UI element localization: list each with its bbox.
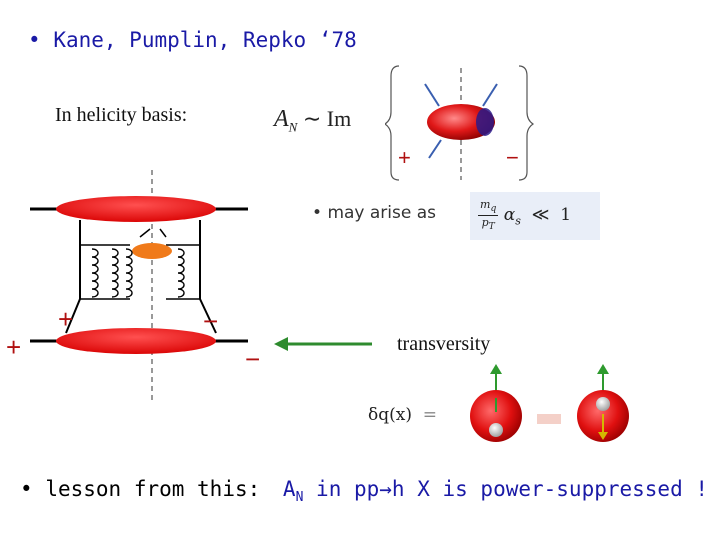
spin-arrow-left-head (490, 364, 502, 374)
gluon-1 (91, 248, 99, 298)
blue-line-bottom (428, 139, 442, 159)
quark-left (489, 423, 503, 437)
lesson-in-pp: in pp (316, 477, 380, 501)
scattering-diagram (30, 170, 248, 400)
proton-left (470, 390, 522, 442)
top-blob (56, 196, 216, 222)
gluon-4 (177, 248, 185, 298)
delta-q-lhs: δq(x) (368, 405, 412, 425)
lesson-arrow: → (379, 477, 392, 501)
spin-arrow-right-head (597, 364, 609, 374)
figure-plus: + (398, 145, 411, 170)
blue-line-right (482, 83, 498, 107)
formula-sim: ∼ (302, 106, 322, 131)
arise-bullet: • (312, 203, 323, 223)
formula-a-sub: N (288, 119, 298, 135)
quark-spin-right-head (598, 432, 608, 440)
delta-q-formula: δq(x) = (368, 405, 437, 425)
sign-minus-inner: − (203, 306, 219, 336)
mq-over-pt: mq pT (478, 198, 499, 233)
slide-title: • Kane, Pumplin, Repko ‘78 (28, 28, 357, 52)
blue-line-left (424, 83, 440, 107)
leg-left (65, 298, 81, 334)
arise-label: may arise as (327, 203, 437, 223)
title-text: Kane, Pumplin, Repko ‘78 (53, 28, 357, 52)
gluon-3 (125, 248, 133, 298)
arise-text: • may arise as (312, 203, 436, 223)
minus-block (537, 414, 561, 424)
orange-leg-right (159, 228, 167, 238)
delta-q-eq: = (422, 405, 438, 425)
lesson-bullet: • (20, 477, 33, 501)
lesson-an-sub: N (295, 490, 304, 506)
left-brace (385, 65, 400, 181)
alpha: α (503, 205, 516, 226)
much-less: ≪ (531, 205, 550, 226)
quark-dark (476, 108, 494, 136)
formula-im: Im (326, 106, 352, 131)
orange-blob (132, 243, 172, 259)
lesson-an: A (282, 477, 296, 501)
an-formula: AN ∼ Im (274, 106, 351, 135)
proton-ellipse (427, 104, 495, 140)
gluon-2 (111, 248, 119, 298)
arrow-head (274, 337, 288, 351)
lesson-line: • lesson from this: AN in pp→h X is powe… (20, 477, 708, 505)
right-brace (518, 65, 535, 181)
lesson-text: lesson from this: (45, 477, 261, 501)
title-bullet: • (28, 28, 41, 52)
gluon-springs (91, 248, 185, 298)
num-m: m (480, 198, 491, 211)
suppression-formula: mq pT αs ≪ 1 (478, 198, 571, 233)
bottom-blob (56, 328, 216, 354)
transversity-label: transversity (397, 333, 491, 355)
green-arrow (274, 337, 372, 351)
orange-leg-left (139, 228, 151, 238)
lesson-rest: h X is power-suppressed ! (391, 477, 708, 501)
sign-minus-outer: − (245, 344, 261, 374)
num-q: q (490, 203, 497, 215)
sign-plus-outer: + (6, 332, 22, 362)
helicity-proton-figure (385, 65, 535, 181)
figure-minus: − (506, 145, 519, 170)
formula-a: A (274, 106, 289, 132)
one: 1 (560, 205, 572, 226)
leg-right (199, 298, 217, 334)
den-t: T (488, 221, 495, 233)
sign-plus-inner: + (58, 304, 74, 334)
quark-right (596, 397, 610, 411)
transversity-protons (470, 364, 629, 442)
alpha-sub: s (515, 214, 521, 228)
helicity-label: In helicity basis: (55, 104, 188, 126)
den-p: p (481, 216, 489, 230)
